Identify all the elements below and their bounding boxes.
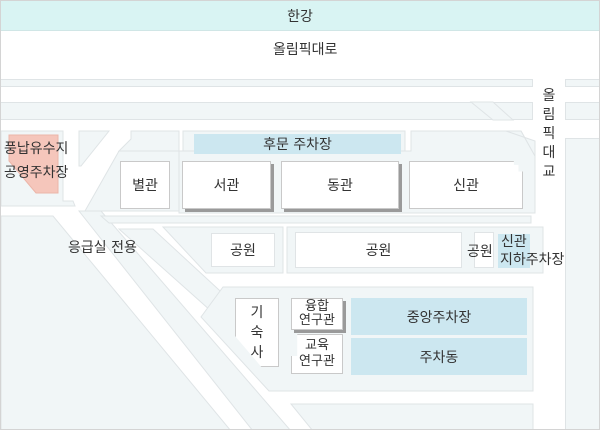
convergence-line1: 융합 — [305, 299, 329, 314]
dorm-char: 숙 — [250, 324, 264, 341]
central-parking-label: 중앙주차장 — [406, 309, 472, 326]
central-parking[interactable]: 중앙주차장 — [351, 298, 527, 335]
park-3[interactable] — [474, 232, 494, 268]
new-underground-parking-label: 신관 지하주차장 — [500, 233, 565, 269]
parking-building-label: 주차동 — [419, 349, 459, 366]
river-label: 한강 — [287, 8, 313, 25]
education-line1: 교육 — [305, 338, 329, 353]
olympic-bridge-label: 올 림 픽 대 교 — [541, 87, 557, 182]
bridge-char: 림 — [542, 107, 556, 123]
underground-line2: 지하주차장 — [500, 252, 565, 268]
dorm-char: 사 — [250, 344, 264, 361]
public-parking-line1: 풍납유수지 — [4, 141, 69, 157]
road-band-right — [565, 102, 599, 120]
west-building[interactable]: 서관 — [182, 161, 271, 209]
new-building[interactable]: 신관 — [409, 161, 523, 209]
han-river: 한강 — [1, 1, 599, 31]
park-2-label: 공원 — [365, 243, 392, 259]
east-building[interactable]: 동관 — [281, 161, 399, 209]
annex-building[interactable]: 별관 — [120, 161, 170, 209]
emergency-only-label: 응급실 전용 — [68, 240, 137, 256]
road-strip — [1, 79, 533, 87]
parking-building[interactable]: 주차동 — [351, 338, 527, 375]
olympic-expressway-label: 올림픽대로 — [273, 42, 338, 58]
public-parking-label: 풍납유수지 공영주차장 — [4, 137, 68, 185]
education-research-building[interactable]: 교육 연구관 — [291, 334, 343, 374]
convergence-line2: 연구관 — [299, 313, 335, 328]
park-3-label: 공원 — [467, 244, 493, 260]
dorm-char: 기 — [250, 304, 264, 321]
back-gate-parking[interactable]: 후문 주차장 — [194, 134, 401, 154]
east-label: 동관 — [327, 178, 353, 194]
west-label: 서관 — [213, 178, 240, 194]
convergence-research-building[interactable]: 융합 연구관 — [291, 298, 343, 330]
dormitory-label: 기 숙 사 — [251, 303, 264, 363]
bridge-char: 교 — [542, 164, 556, 180]
bridge-char: 대 — [542, 145, 556, 161]
back-gate-parking-label: 후문 주차장 — [263, 137, 332, 153]
bridge-char: 픽 — [542, 126, 556, 142]
road-strip-right — [565, 79, 599, 87]
park-1[interactable]: 공원 — [211, 233, 275, 267]
public-parking-line2: 공영주차장 — [4, 165, 69, 181]
right-block — [565, 138, 599, 429]
annex-label: 별관 — [132, 178, 158, 194]
underground-line1: 신관 — [501, 234, 527, 250]
new-label: 신관 — [453, 178, 479, 194]
park-2[interactable]: 공원 — [295, 232, 462, 268]
park-1-label: 공원 — [230, 243, 256, 259]
education-line2: 연구관 — [299, 354, 335, 369]
bridge-char: 올 — [542, 88, 556, 104]
new-underground-parking[interactable] — [498, 234, 530, 268]
